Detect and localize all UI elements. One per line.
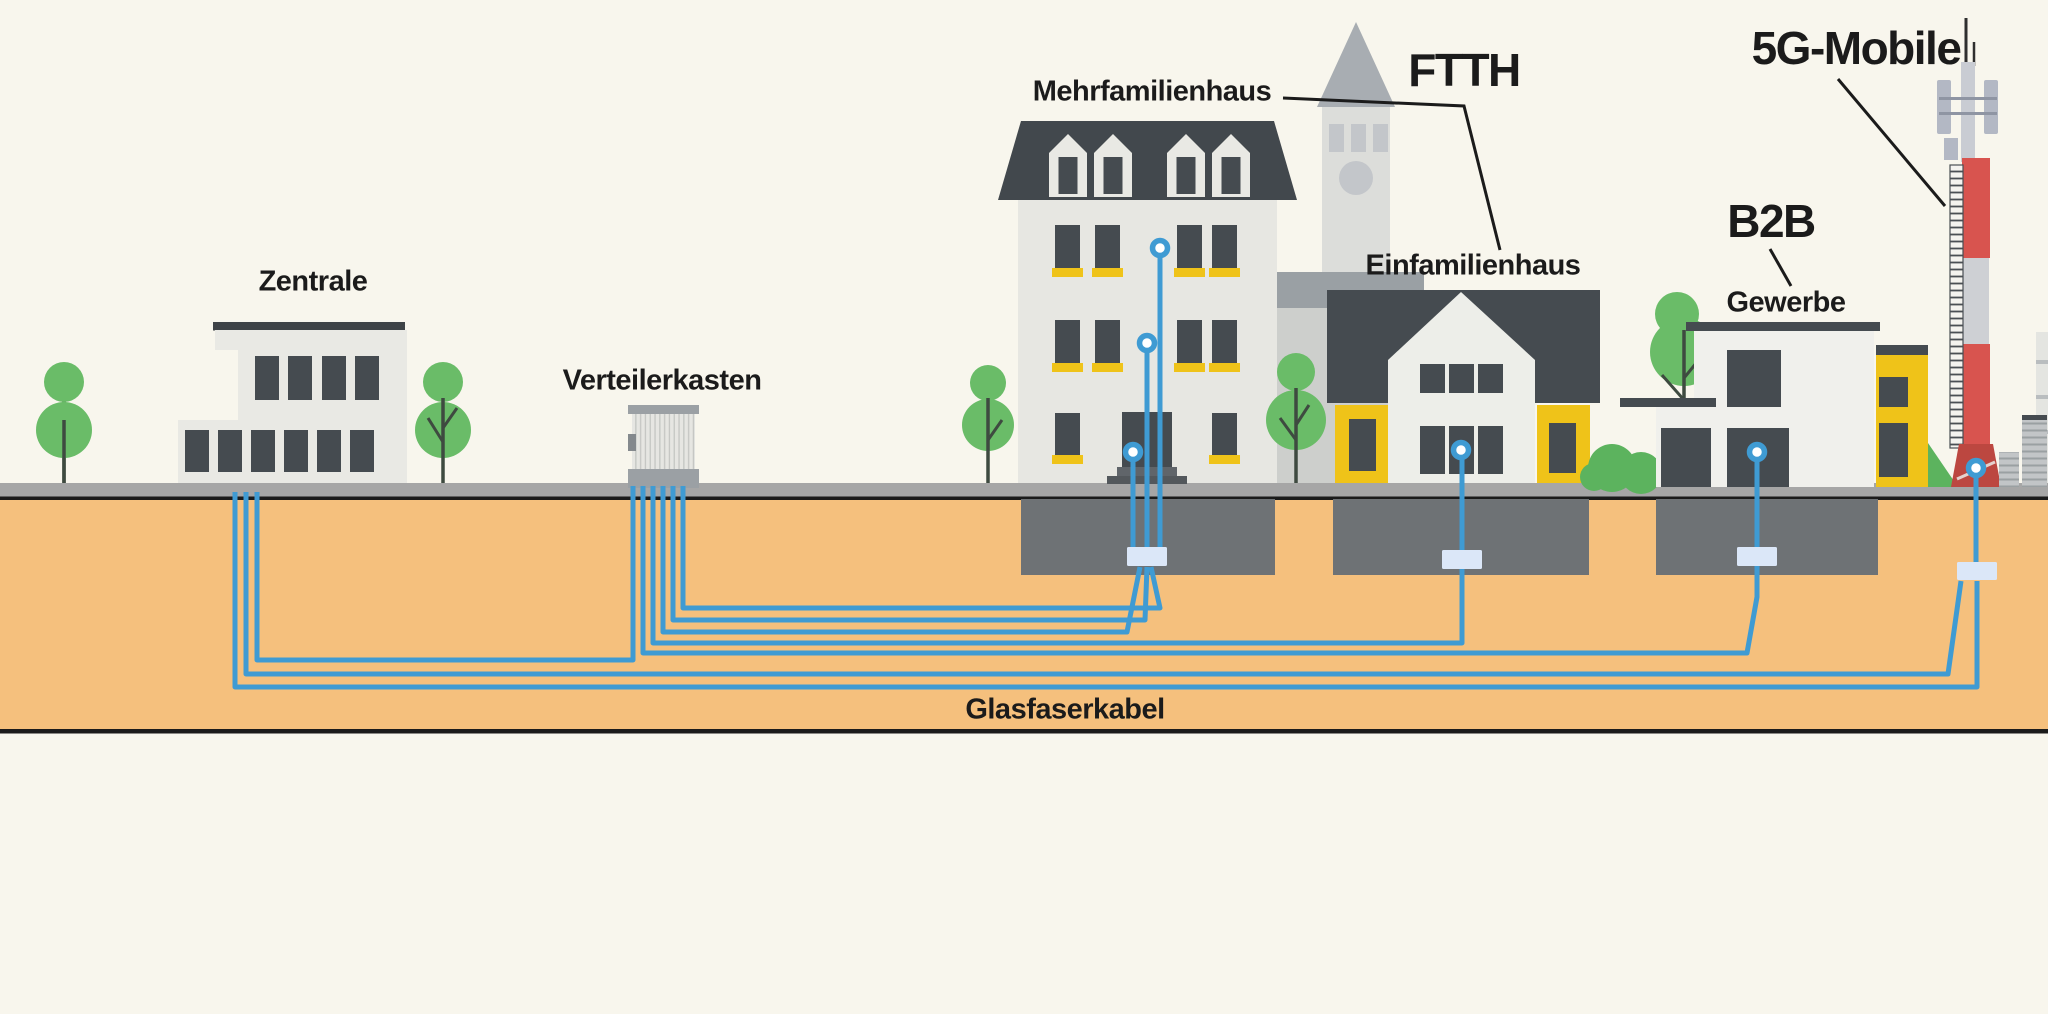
cabinet-body — [632, 414, 695, 470]
mast-section-red-upper — [1962, 158, 1990, 258]
zentrale-building — [178, 322, 407, 483]
label-verteilerkasten: Verteilerkasten — [562, 364, 762, 397]
church-spire — [1317, 22, 1395, 107]
cable-vk-to-mfh-1 — [680, 486, 1163, 611]
cabinet-top — [628, 405, 699, 414]
gewerbe-window-upper — [1727, 350, 1781, 407]
verteilerkasten-cabinet — [628, 405, 699, 488]
tree — [962, 365, 1014, 483]
pointer-lines — [1282, 78, 1947, 287]
mfh-windows-floor1 — [1052, 320, 1240, 372]
cabinet-small — [1999, 452, 2019, 487]
connector-boxes — [1127, 547, 1997, 580]
cabinet-handle — [628, 434, 636, 451]
efh-windows-upper — [1420, 364, 1503, 393]
bushes — [1580, 444, 1662, 494]
yellow-building — [1876, 345, 1928, 487]
label-zentrale: Zentrale — [258, 265, 368, 298]
gewerbe-building — [1620, 322, 1880, 487]
mast-section-gray — [1963, 258, 1989, 344]
gewerbe-annex-window — [1661, 428, 1711, 487]
mobile-5g-mast — [1937, 18, 2001, 487]
cable-zentrale-to-5g-b — [232, 492, 1980, 690]
connector-box-mfh — [1127, 547, 1167, 566]
antenna-panel-right — [1984, 80, 1998, 134]
pointer-b2b — [1768, 248, 1793, 287]
sidewalk-strip — [0, 483, 2048, 497]
cable-vk-to-gewerbe — [640, 486, 1760, 656]
mast-ladder — [1949, 164, 1964, 449]
connector-box-efh — [1442, 550, 1482, 569]
fiber-cables — [232, 248, 1980, 690]
cable-vk-to-mfh-3 — [660, 486, 1143, 635]
antenna-side-box — [1944, 138, 1958, 160]
label-ftth: FTTH — [1408, 44, 1521, 96]
connector-box-5g — [1957, 562, 1997, 580]
mast-section-red-lower — [1962, 344, 1990, 448]
connector-box-gewerbe — [1737, 547, 1777, 566]
fiber-termination-rings — [1122, 237, 1987, 479]
cable-vk-to-efh — [650, 486, 1465, 646]
gewerbe-annex-roof-bar — [1620, 398, 1716, 407]
pointer-ftth — [1282, 96, 1502, 251]
label-5g-mobile: 5G-Mobile — [1751, 22, 1962, 74]
underground-bottom-line — [0, 729, 2048, 734]
zentrale-windows-upper — [255, 356, 379, 400]
ground-line — [0, 496, 2048, 500]
zentrale-windows-lower — [185, 430, 374, 472]
mfh-dormers — [1049, 134, 1250, 197]
green-slope — [1928, 443, 1958, 487]
zentrale-roof-bar — [213, 322, 405, 331]
label-gewerbe: Gewerbe — [1726, 286, 1847, 319]
einfamilienhaus-building — [1327, 290, 1600, 483]
pointer-5g — [1836, 78, 1947, 207]
label-einfamilienhaus: Einfamilienhaus — [1365, 249, 1581, 282]
equipment-cabinets — [1999, 332, 2048, 487]
tree — [36, 362, 92, 483]
tree — [1266, 353, 1326, 483]
mfh-roof — [998, 121, 1297, 200]
cable-zentrale-to-5g-a — [243, 492, 1964, 677]
tree — [415, 362, 471, 483]
church-tower-windows — [1329, 124, 1388, 152]
cabinet-base — [628, 469, 699, 488]
label-b2b: B2B — [1727, 195, 1816, 247]
antenna-panel-left — [1937, 80, 1951, 134]
basements — [1021, 499, 1878, 575]
label-mehrfamilienhaus: Mehrfamilienhaus — [1032, 75, 1272, 108]
label-glasfaserkabel: Glasfaserkabel — [965, 693, 1165, 726]
church-clock — [1339, 161, 1373, 195]
mfh-windows-floor2 — [1052, 225, 1240, 277]
cable-vk-to-mfh-2 — [670, 486, 1150, 623]
cabinet-tall — [2022, 415, 2047, 487]
gewerbe-roof-bar — [1686, 322, 1880, 331]
cable-zentrale-to-verteilerkasten — [254, 486, 636, 663]
